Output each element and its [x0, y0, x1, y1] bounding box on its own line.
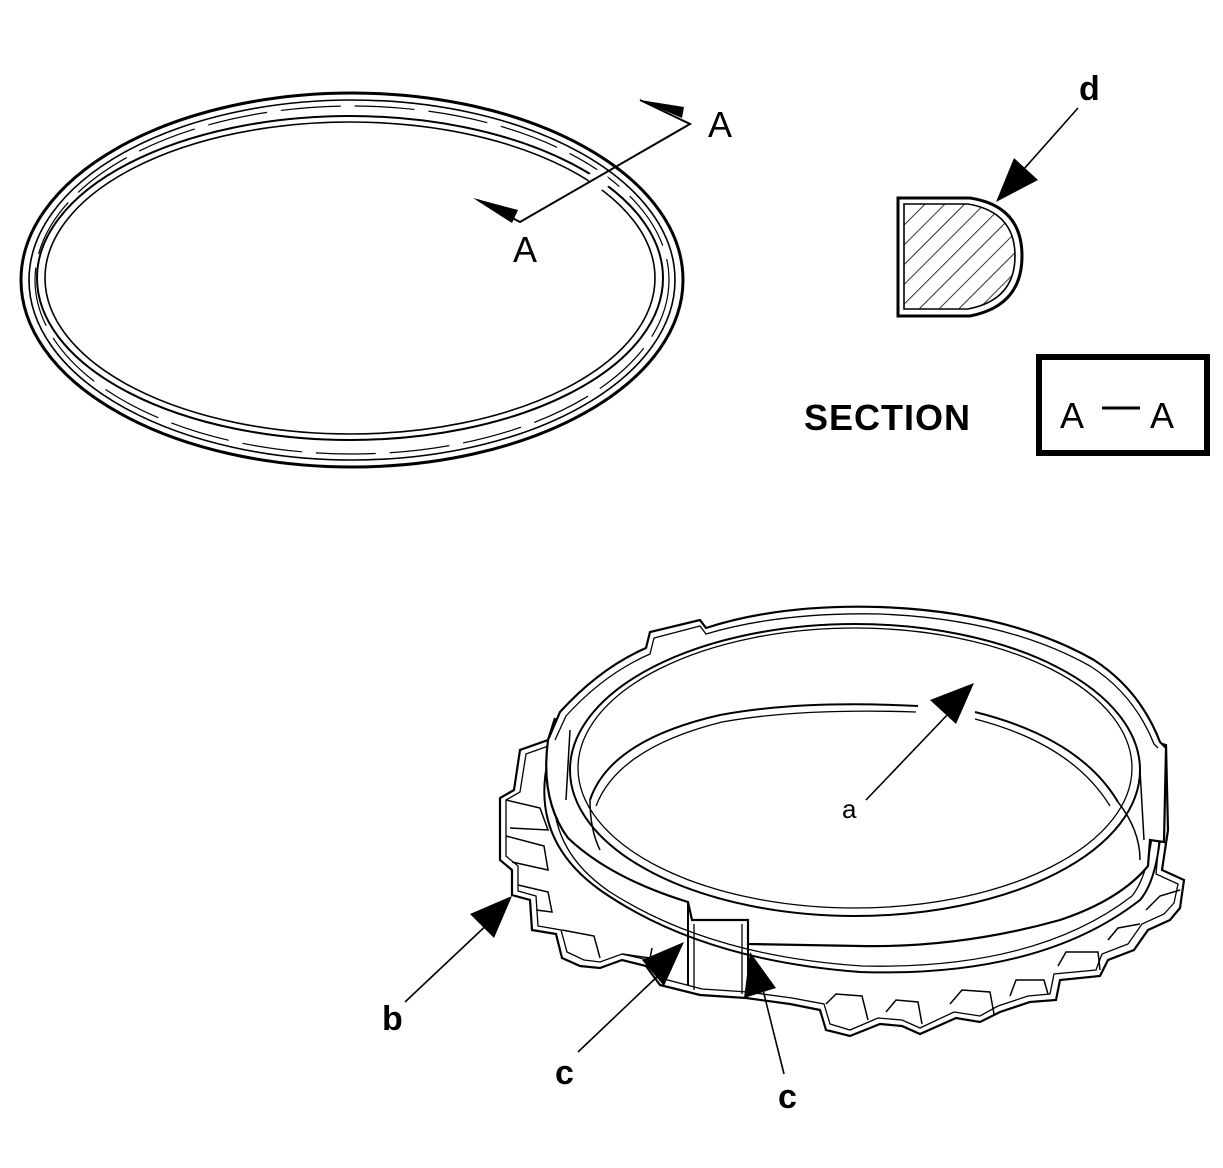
label-d: d [1079, 70, 1100, 108]
callout-b: b [382, 896, 512, 1038]
section-box-right: A [1150, 395, 1174, 436]
leader-arrow-icon [744, 952, 776, 998]
leader-arrow-icon [996, 158, 1038, 202]
label-b: b [382, 1000, 403, 1038]
label-a: a [842, 794, 857, 824]
cut-arrow-top-icon [640, 100, 684, 118]
section-box-left: A [1060, 395, 1084, 436]
callout-c-right: c [744, 952, 797, 1116]
leader-arrow-icon [470, 896, 512, 938]
cut-label-top: A [708, 104, 732, 145]
leader-arrow-icon [930, 683, 974, 724]
callout-a: a [842, 683, 974, 824]
section-caption: SECTION A A [804, 354, 1210, 456]
cut-arrow-bottom-icon [473, 198, 518, 223]
section-cut-line: A A [473, 99, 732, 270]
label-c-left: c [555, 1054, 574, 1092]
snap-ring [19, 91, 685, 469]
callout-c-left: c [555, 942, 684, 1092]
section-profile [896, 196, 1024, 318]
label-c-right: c [778, 1078, 797, 1116]
section-box [1036, 354, 1210, 456]
section-word: SECTION [804, 397, 971, 438]
cut-label-bottom: A [513, 229, 537, 270]
callout-d: d [996, 70, 1100, 202]
leader-arrow-icon [642, 942, 684, 986]
